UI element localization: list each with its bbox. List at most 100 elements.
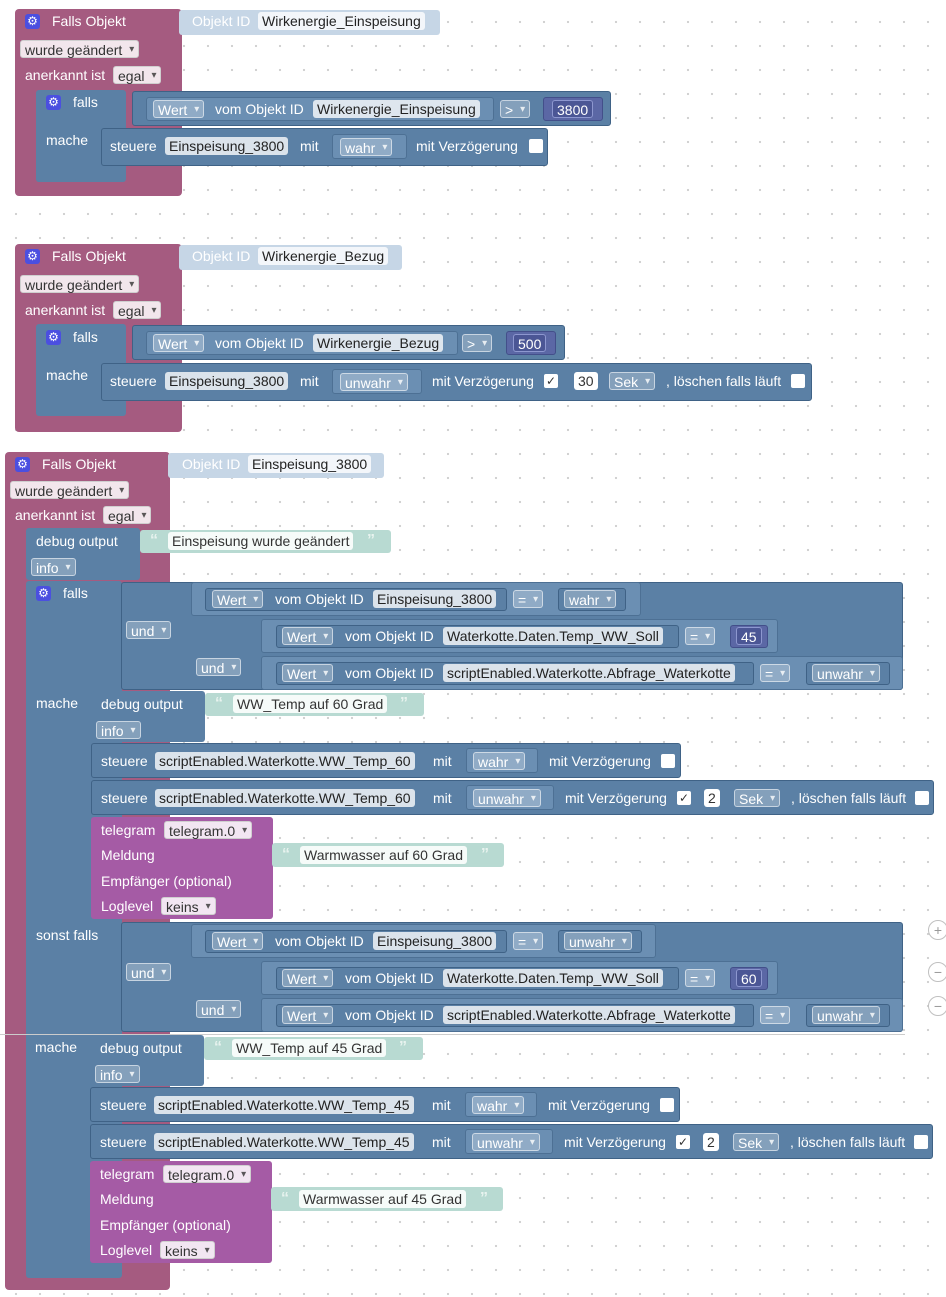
wert-dropdown[interactable]: Wert bbox=[153, 100, 205, 119]
delay-checkbox[interactable] bbox=[661, 754, 675, 768]
object-id-field[interactable]: Einspeisung_3800 bbox=[248, 455, 372, 473]
wert-dropdown[interactable]: Wert bbox=[282, 1006, 334, 1025]
bool-dropdown[interactable]: wahr bbox=[472, 1096, 525, 1115]
gear-icon[interactable]: ⚙ bbox=[25, 14, 40, 29]
operator-dropdown[interactable]: = bbox=[760, 664, 791, 683]
anerkannt-dropdown[interactable]: egal bbox=[113, 66, 162, 85]
bool-dropdown[interactable]: unwahr bbox=[812, 664, 880, 683]
object-field[interactable]: Einspeisung_3800 bbox=[373, 932, 497, 950]
operator-dropdown[interactable]: = bbox=[685, 627, 716, 646]
control-object-field[interactable]: scriptEnabled.Waterkotte.WW_Temp_60 bbox=[155, 789, 415, 807]
object-field[interactable]: Wirkenergie_Einspeisung bbox=[313, 100, 480, 118]
object-id-field[interactable]: Wirkenergie_Einspeisung bbox=[258, 12, 425, 30]
clear-checkbox[interactable] bbox=[791, 374, 805, 388]
gear-icon[interactable]: ⚙ bbox=[46, 330, 61, 345]
clear-checkbox[interactable] bbox=[914, 1135, 928, 1149]
control-object-field[interactable]: scriptEnabled.Waterkotte.WW_Temp_45 bbox=[154, 1133, 414, 1151]
object-field[interactable]: Einspeisung_3800 bbox=[373, 590, 497, 608]
plus-icon[interactable]: + bbox=[928, 920, 946, 940]
event-block-3[interactable]: ⚙ Falls Objekt Objekt ID Einspeisung_380… bbox=[0, 450, 946, 1297]
minus-icon[interactable]: − bbox=[928, 962, 946, 982]
loglevel-dropdown[interactable]: keins bbox=[160, 1241, 215, 1260]
string-field[interactable]: Einspeisung wurde geändert bbox=[168, 532, 354, 550]
unit-dropdown[interactable]: Sek bbox=[734, 789, 781, 808]
debug-output-label: debug output bbox=[100, 1040, 182, 1056]
delay-field[interactable]: 30 bbox=[574, 372, 598, 390]
bool-dropdown[interactable]: wahr bbox=[340, 138, 393, 157]
and-dropdown[interactable]: und bbox=[126, 963, 172, 982]
string-field[interactable]: Warmwasser auf 45 Grad bbox=[299, 1190, 466, 1208]
clear-checkbox[interactable] bbox=[915, 791, 929, 805]
operator-dropdown[interactable]: = bbox=[685, 969, 716, 988]
gear-icon[interactable]: ⚙ bbox=[46, 95, 61, 110]
debug-level-dropdown[interactable]: info bbox=[96, 721, 141, 740]
number-field[interactable]: 60 bbox=[736, 969, 762, 987]
object-id-label: Objekt ID bbox=[192, 13, 251, 29]
number-field[interactable]: 45 bbox=[736, 627, 762, 645]
gear-icon[interactable]: ⚙ bbox=[25, 249, 40, 264]
delay-checkbox[interactable]: ✓ bbox=[676, 1135, 690, 1149]
event-block-2[interactable]: ⚙ Falls Objekt Objekt ID Wirkenergie_Bez… bbox=[0, 236, 946, 436]
telegram-instance-dropdown[interactable]: telegram.0 bbox=[163, 1165, 252, 1184]
unit-dropdown[interactable]: Sek bbox=[609, 372, 656, 391]
wurde-geaendert-dropdown[interactable]: wurde geändert bbox=[20, 40, 140, 59]
object-field[interactable]: Wirkenergie_Bezug bbox=[313, 334, 444, 352]
control-object-field[interactable]: Einspeisung_3800 bbox=[165, 137, 289, 155]
debug-level-dropdown[interactable]: info bbox=[31, 558, 76, 577]
gear-icon[interactable]: ⚙ bbox=[36, 586, 51, 601]
object-id-field[interactable]: Wirkenergie_Bezug bbox=[258, 247, 389, 265]
wert-dropdown[interactable]: Wert bbox=[153, 334, 205, 353]
quote-open-icon: “ bbox=[215, 695, 223, 712]
bool-dropdown[interactable]: unwahr bbox=[340, 373, 408, 392]
string-field[interactable]: WW_Temp auf 45 Grad bbox=[232, 1039, 387, 1057]
event-block-1[interactable]: ⚙ Falls Objekt Objekt ID Wirkenergie_Ein… bbox=[0, 0, 946, 200]
delay-checkbox[interactable] bbox=[529, 139, 543, 153]
wurde-geaendert-dropdown[interactable]: wurde geändert bbox=[20, 275, 140, 294]
object-field[interactable]: Waterkotte.Daten.Temp_WW_Soll bbox=[443, 627, 663, 645]
number-field[interactable]: 3800 bbox=[552, 100, 594, 118]
delay-checkbox[interactable] bbox=[660, 1098, 674, 1112]
debug-level-dropdown[interactable]: info bbox=[95, 1065, 140, 1084]
control-object-field[interactable]: Einspeisung_3800 bbox=[165, 372, 289, 390]
telegram-instance-dropdown[interactable]: telegram.0 bbox=[164, 821, 253, 840]
bool-dropdown[interactable]: wahr bbox=[564, 590, 617, 609]
wert-dropdown[interactable]: Wert bbox=[212, 932, 264, 951]
control-object-field[interactable]: scriptEnabled.Waterkotte.WW_Temp_45 bbox=[154, 1096, 414, 1114]
loglevel-dropdown[interactable]: keins bbox=[161, 897, 216, 916]
operator-dropdown[interactable]: > bbox=[462, 334, 493, 353]
and-dropdown[interactable]: und bbox=[196, 658, 242, 677]
operator-dropdown[interactable]: = bbox=[513, 932, 544, 951]
object-field[interactable]: Waterkotte.Daten.Temp_WW_Soll bbox=[443, 969, 663, 987]
and-dropdown[interactable]: und bbox=[196, 1000, 242, 1019]
and-dropdown[interactable]: und bbox=[126, 621, 172, 640]
control-object-field[interactable]: scriptEnabled.Waterkotte.WW_Temp_60 bbox=[155, 752, 415, 770]
delay-checkbox[interactable]: ✓ bbox=[677, 791, 691, 805]
minus-icon[interactable]: − bbox=[928, 996, 946, 1016]
delay-field[interactable]: 2 bbox=[704, 789, 720, 807]
operator-dropdown[interactable]: > bbox=[500, 100, 531, 119]
gear-icon[interactable]: ⚙ bbox=[15, 457, 30, 472]
wert-dropdown[interactable]: Wert bbox=[282, 627, 334, 646]
anerkannt-dropdown[interactable]: egal bbox=[103, 506, 152, 525]
bool-dropdown[interactable]: unwahr bbox=[812, 1006, 880, 1025]
wert-dropdown[interactable]: Wert bbox=[212, 590, 264, 609]
bool-dropdown[interactable]: unwahr bbox=[472, 1133, 540, 1152]
object-field[interactable]: scriptEnabled.Waterkotte.Abfrage_Waterko… bbox=[443, 664, 735, 682]
bool-dropdown[interactable]: unwahr bbox=[473, 789, 541, 808]
bool-dropdown[interactable]: unwahr bbox=[564, 932, 632, 951]
number-field[interactable]: 500 bbox=[513, 334, 547, 352]
operator-dropdown[interactable]: = bbox=[513, 590, 544, 609]
operator-dropdown[interactable]: = bbox=[760, 1006, 791, 1025]
delay-field[interactable]: 2 bbox=[703, 1133, 719, 1151]
object-field[interactable]: scriptEnabled.Waterkotte.Abfrage_Waterko… bbox=[443, 1006, 735, 1024]
wurde-geaendert-dropdown[interactable]: wurde geändert bbox=[10, 481, 130, 500]
string-field[interactable]: Warmwasser auf 60 Grad bbox=[300, 846, 467, 864]
bool-dropdown[interactable]: wahr bbox=[473, 752, 526, 771]
unit-dropdown[interactable]: Sek bbox=[733, 1133, 780, 1152]
anerkannt-dropdown[interactable]: egal bbox=[113, 301, 162, 320]
wert-dropdown[interactable]: Wert bbox=[282, 969, 334, 988]
delay-checkbox[interactable]: ✓ bbox=[544, 374, 558, 388]
string-field[interactable]: WW_Temp auf 60 Grad bbox=[233, 695, 388, 713]
if-block-bottom[interactable] bbox=[36, 168, 76, 182]
wert-dropdown[interactable]: Wert bbox=[282, 664, 334, 683]
